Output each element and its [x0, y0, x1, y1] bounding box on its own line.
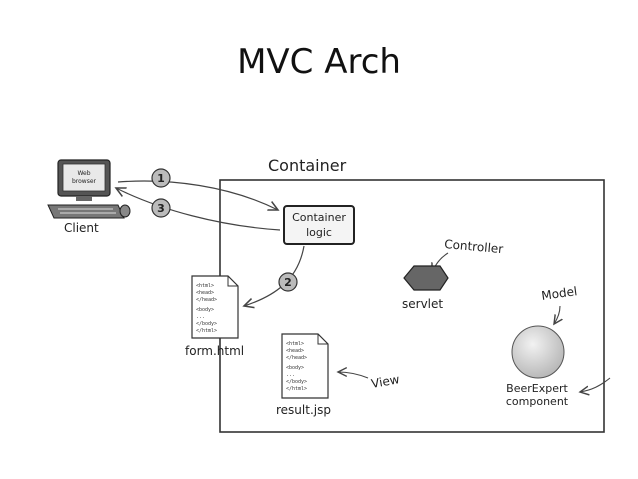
result-code-line: <html> — [286, 341, 304, 347]
web-browser-label-line2: browser — [72, 178, 97, 185]
result-code-line: </html> — [286, 386, 307, 392]
form-html-label: form.html — [185, 344, 244, 358]
web-browser-label-line1: Web — [77, 170, 90, 177]
result-jsp-label: result.jsp — [276, 403, 331, 417]
client-label: Client — [64, 221, 99, 235]
container-logic-line2: logic — [306, 226, 332, 239]
form-code-line: ... — [196, 314, 205, 320]
beerexpert-label-line1: BeerExpert — [506, 382, 568, 395]
result-code-line: <head> — [286, 348, 304, 354]
form-code-line: </head> — [196, 297, 217, 303]
step-2-number: 2 — [284, 276, 292, 289]
arrow-request — [117, 180, 278, 210]
step-3-number: 3 — [157, 202, 165, 215]
model-label: Model — [540, 284, 578, 303]
form-code-line: </body> — [196, 321, 217, 327]
step-2-badge — [278, 272, 298, 292]
form-code-line: </html> — [196, 328, 217, 334]
result-code-line: </body> — [286, 379, 307, 385]
result-jsp-code: <html> <head> </head> <body> ... </body>… — [286, 341, 307, 392]
result-jsp-document-icon — [281, 333, 329, 399]
view-label: View — [370, 372, 401, 391]
model-input-arrow — [580, 377, 611, 392]
step-1-number: 1 — [157, 172, 165, 185]
step-3-badge — [151, 198, 171, 218]
container-logic-line1: Container — [292, 211, 346, 224]
slide-title: MVC Arch — [237, 42, 401, 82]
form-code-line: <body> — [196, 307, 214, 313]
controller-label: Controller — [444, 237, 504, 256]
view-pointer-arrow — [338, 372, 369, 379]
container-logic-box — [283, 205, 355, 245]
beerexpert-label-line2: component — [506, 395, 569, 408]
beerexpert-sphere-icon — [511, 325, 565, 379]
form-html-document-icon — [191, 275, 239, 339]
step-1-badge — [151, 168, 171, 188]
form-code-line: <head> — [196, 290, 214, 296]
container-label: Container — [268, 156, 347, 175]
client-computer-icon — [47, 159, 131, 219]
arrow-response — [116, 188, 281, 231]
form-code-line: <html> — [196, 283, 214, 289]
model-pointer-arrow — [554, 305, 560, 324]
result-code-line: </head> — [286, 355, 307, 361]
form-html-code: <html> <head> </head> <body> ... </body>… — [196, 283, 217, 334]
result-code-line: <body> — [286, 365, 304, 371]
result-code-line: ... — [286, 372, 295, 378]
servlet-label: servlet — [402, 297, 443, 311]
servlet-hexagon-icon — [403, 265, 449, 291]
